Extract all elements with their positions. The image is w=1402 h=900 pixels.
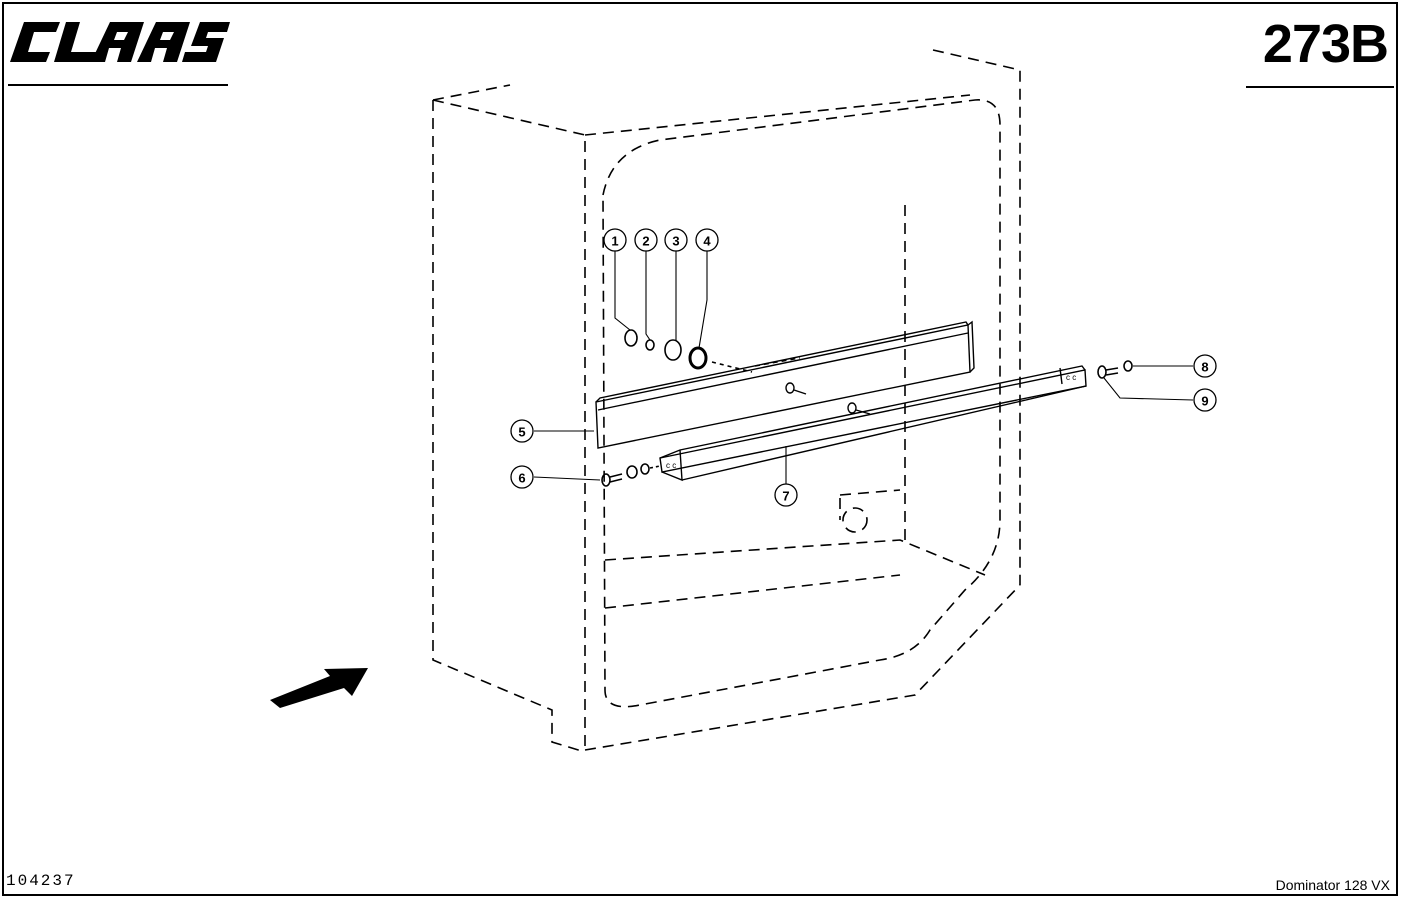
callout-8 [1193,354,1217,378]
part-8-9-fasteners [1097,360,1133,379]
callout-6 [510,465,534,489]
callout-9-label: 9 [1201,394,1208,409]
callout-8-label: 8 [1201,360,1208,375]
callout-7-label: 7 [782,489,789,504]
callout-3 [664,228,688,252]
part-4-bush [688,346,708,370]
claas-logo [10,22,230,62]
callout-1 [603,228,627,252]
callout-9 [1193,388,1217,412]
svg-text:c c: c c [1066,373,1076,382]
leader-lines [533,250,1194,484]
direction-arrow [270,668,368,708]
part-1-ring [624,329,638,347]
part-3-ring [664,339,682,361]
callouts [510,228,1217,507]
machine-outline [432,49,1021,753]
svg-text:c c: c c [666,461,676,470]
model-name: Dominator 128 VX [1275,877,1390,893]
drawing-number: 104237 [6,872,76,890]
callout-2 [634,228,658,252]
part-6-bolt-set [601,463,661,487]
callout-4-label: 4 [703,234,711,249]
callout-7 [774,483,798,507]
part-7-rear-bar: c c c c [659,365,1087,482]
page-number-underline [1246,86,1394,88]
callout-3-label: 3 [672,234,679,249]
callout-6-label: 6 [518,471,525,486]
callout-1-label: 1 [611,234,618,249]
page-number: 273B [1262,14,1389,74]
callout-4 [695,228,719,252]
callout-2-label: 2 [642,234,649,249]
callout-5 [510,419,534,443]
logo-underline [8,84,228,86]
part-5-front-rail [595,320,975,449]
callout-5-label: 5 [518,425,525,440]
